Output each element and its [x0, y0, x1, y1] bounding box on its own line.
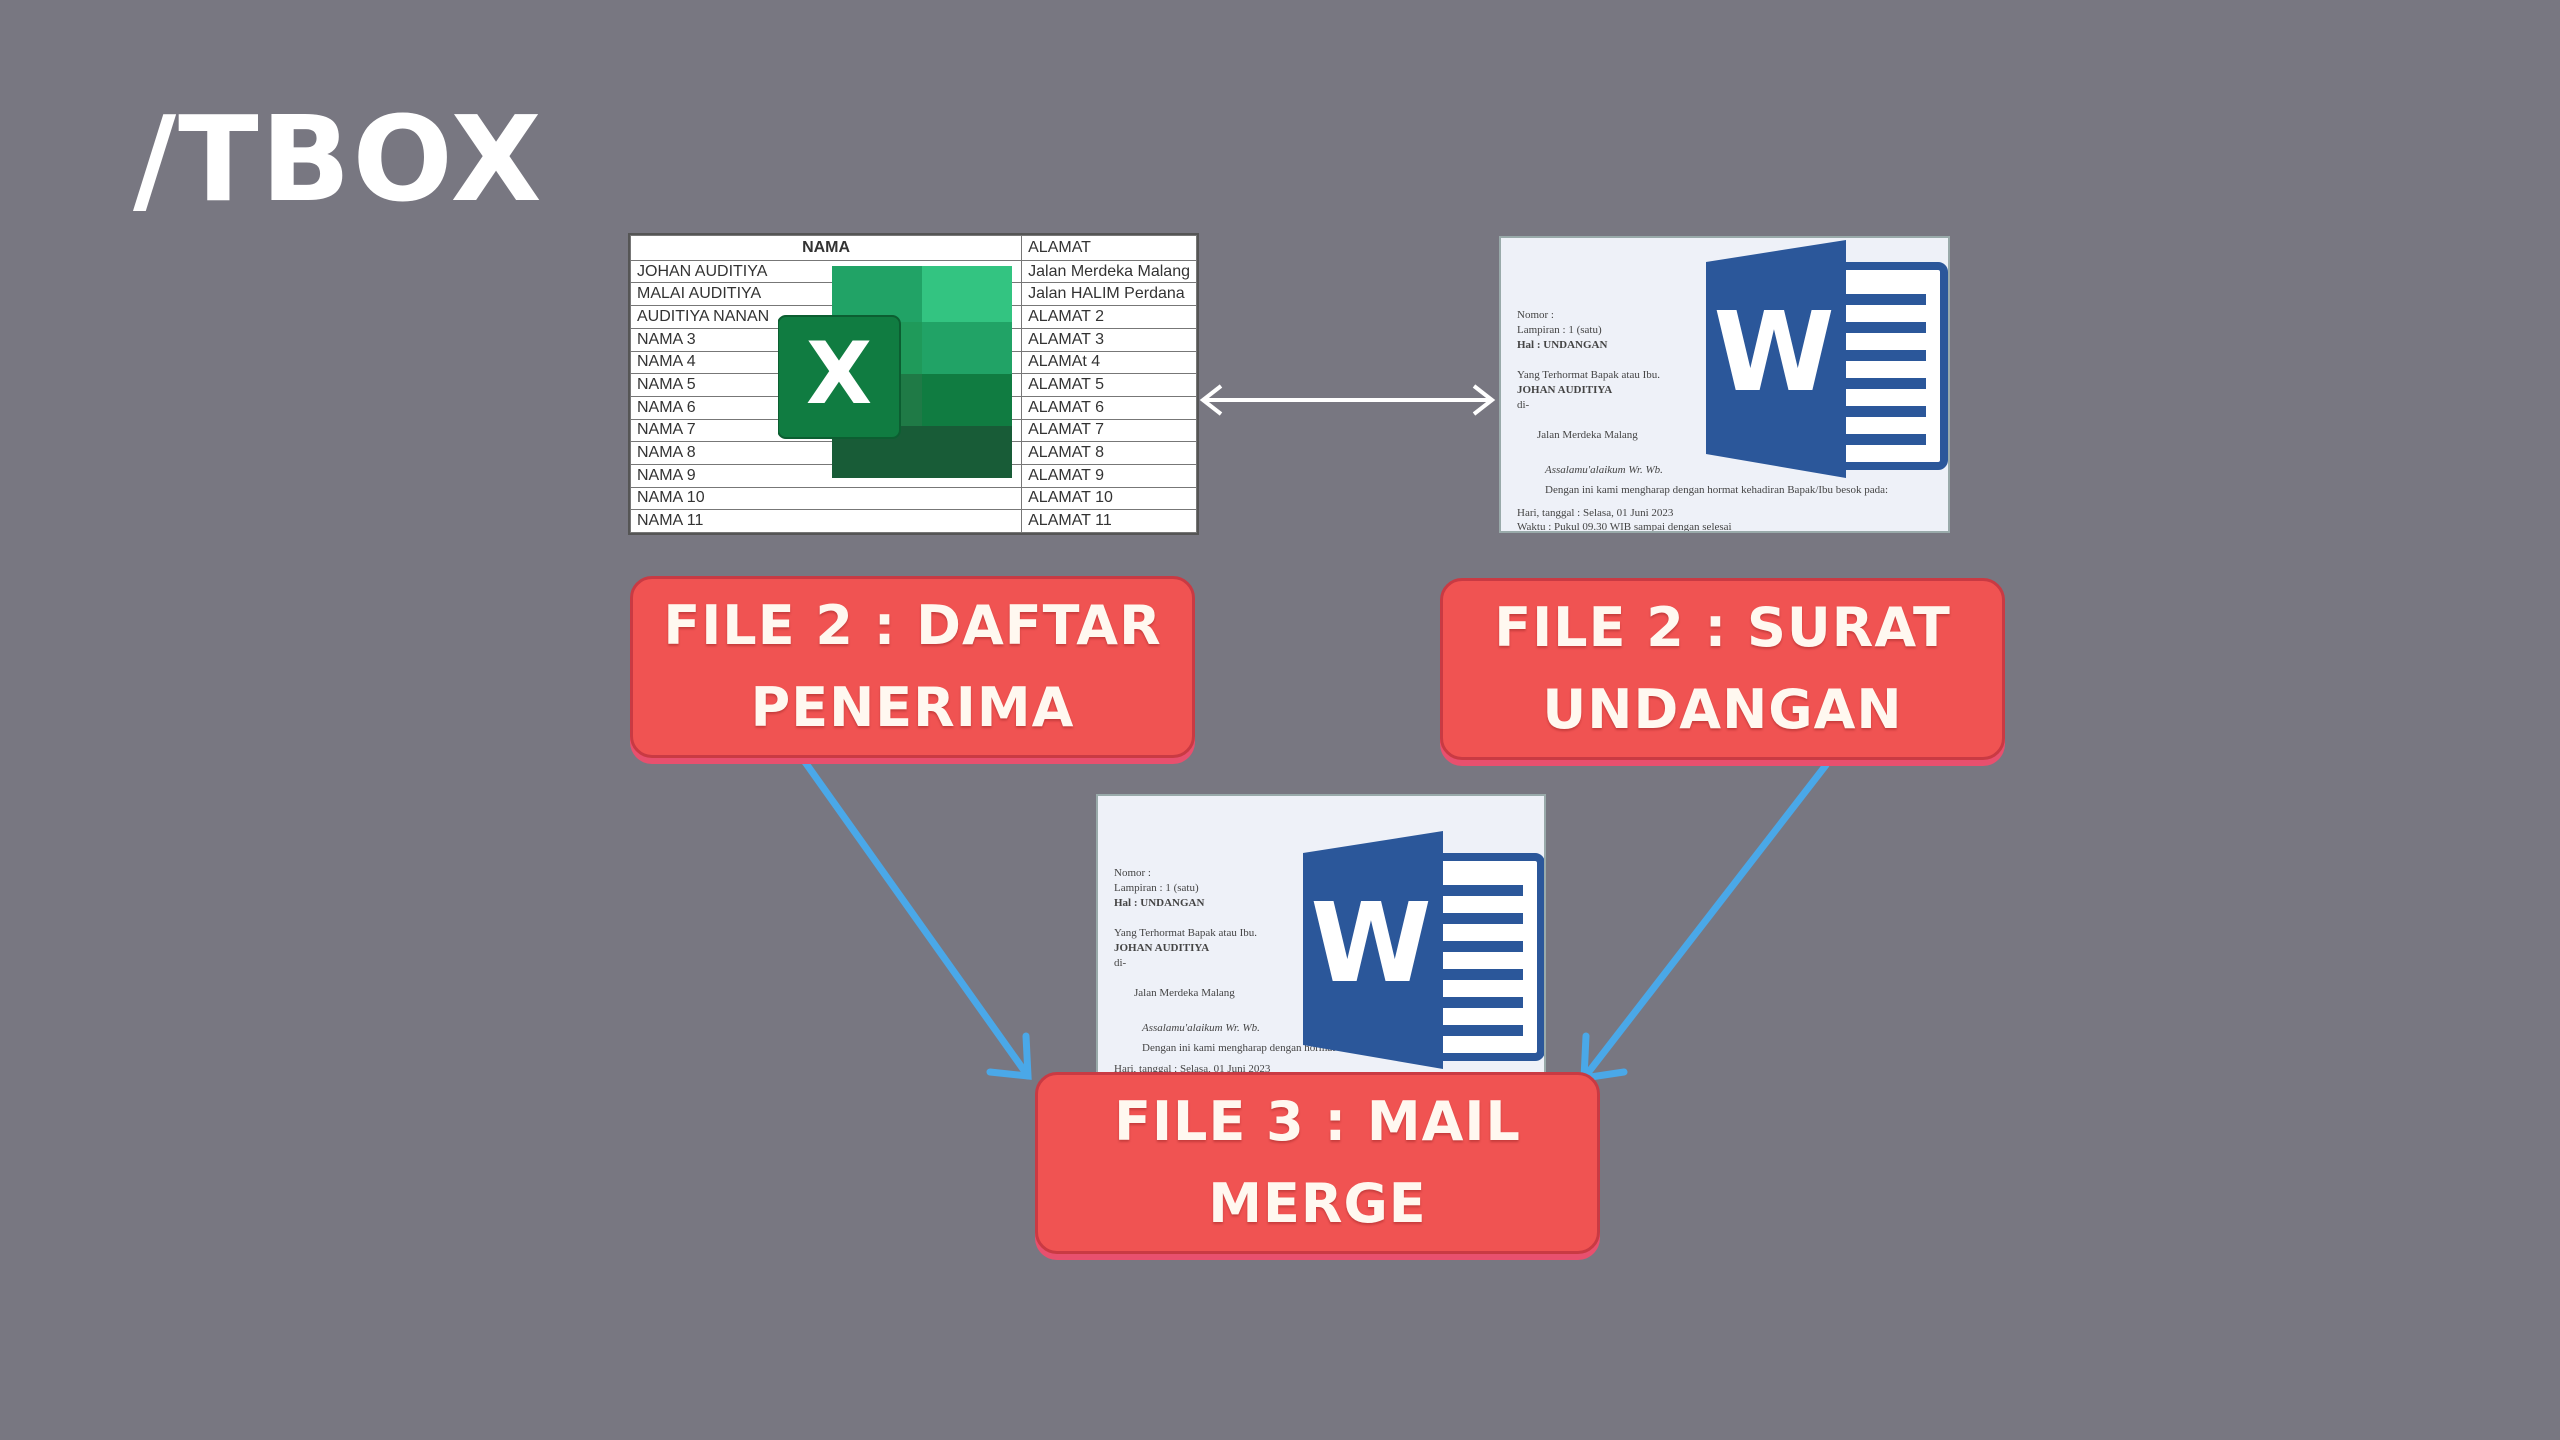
label-line-2: UNDANGAN [1542, 678, 1903, 741]
column-header-nama: NAMA [629, 235, 1023, 261]
letter-greeting: Assalamu'alaikum Wr. Wb. [1142, 1022, 1260, 1034]
merged-letter-document: Nomor : Lampiran : 1 (satu) Hal : UNDANG… [1096, 794, 1546, 1084]
letter-recipient: JOHAN AUDITIYA [1114, 942, 1210, 954]
invitation-letter-document: Nomor : Lampiran : 1 (satu) Hal : UNDANG… [1499, 236, 1950, 533]
cell-alamat: ALAMAT 10 [1021, 486, 1197, 511]
cell-nama: NAMA 11 [629, 509, 1023, 533]
cell-alamat: ALAMAT 8 [1021, 441, 1197, 465]
letter-salutation: Yang Terhormat Bapak atau Ibu. [1114, 927, 1258, 939]
word-icon: W [1706, 240, 1948, 478]
cell-alamat: ALAMAT 2 [1021, 305, 1197, 329]
cell-alamat: ALAMAT 3 [1021, 327, 1197, 352]
cell-alamat: Jalan HALIM Perdana [1021, 282, 1197, 307]
label-line-1: FILE 2 : SURAT [1494, 596, 1951, 659]
letter-di: di- [1114, 957, 1127, 969]
letter-lampiran: Lampiran : 1 (satu) [1114, 882, 1199, 894]
letter-greeting: Assalamu'alaikum Wr. Wb. [1545, 464, 1663, 476]
letter-time: Waktu : Pukul 09.30 WIB sampai dengan se… [1517, 521, 1732, 533]
label-line-2: PENERIMA [750, 676, 1075, 739]
excel-icon: X [778, 266, 1012, 478]
column-header-alamat: ALAMAT [1021, 235, 1197, 261]
letter-nomor: Nomor : [1114, 867, 1151, 879]
arrow-down-left-icon [1580, 761, 1830, 1083]
letter-salutation: Yang Terhormat Bapak atau Ibu. [1517, 369, 1661, 381]
letter-address: Jalan Merdeka Malang [1134, 987, 1235, 999]
label-file-surat-undangan: FILE 2 : SURAT UNDANGAN [1440, 578, 2005, 760]
letter-lampiran: Lampiran : 1 (satu) [1517, 324, 1602, 336]
letter-di: di- [1517, 399, 1530, 411]
label-file-daftar-penerima: FILE 2 : DAFTAR PENERIMA [630, 576, 1195, 758]
label-line-1: FILE 3 : MAIL [1114, 1090, 1521, 1153]
bidirectional-arrow-icon [1199, 384, 1496, 416]
itbox-logo: /TBOX [133, 90, 544, 228]
svg-text:W: W [1713, 288, 1834, 416]
svg-text:X: X [806, 324, 872, 424]
cell-alamat: ALAMAT 6 [1021, 395, 1197, 420]
arrow-down-right-icon [796, 751, 1032, 1080]
letter-date: Hari, tanggal : Selasa, 01 Juni 2023 [1517, 507, 1674, 519]
table-header-row: NAMA ALAMAT [629, 235, 1197, 261]
letter-recipient: JOHAN AUDITIYA [1517, 384, 1613, 396]
letter-nomor: Nomor : [1517, 309, 1554, 321]
letter-address: Jalan Merdeka Malang [1537, 429, 1638, 441]
letter-hal: Hal : UNDANGAN [1114, 897, 1205, 909]
cell-alamat: Jalan Merdeka Malang [1021, 259, 1197, 284]
letter-hal: Hal : UNDANGAN [1517, 339, 1608, 351]
cell-alamat: ALAMAt 4 [1021, 350, 1197, 375]
svg-text:W: W [1310, 879, 1431, 1007]
label-line-2: MERGE [1208, 1172, 1427, 1235]
word-icon: W [1303, 831, 1544, 1069]
label-file-mail-merge: FILE 3 : MAIL MERGE [1035, 1072, 1600, 1254]
letter-body: Dengan ini kami mengharap dengan hormat … [1545, 484, 1889, 496]
cell-alamat: ALAMAT 11 [1021, 509, 1197, 533]
label-line-1: FILE 2 : DAFTAR [663, 594, 1162, 657]
